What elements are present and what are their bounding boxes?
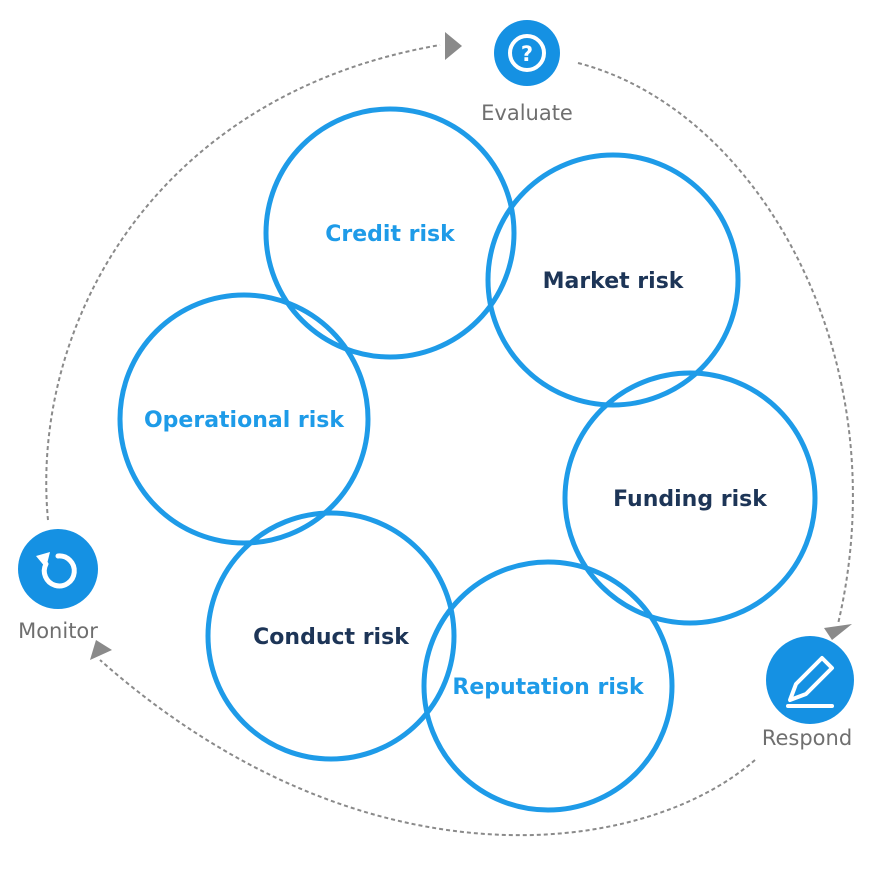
conduct-risk-circle [205, 510, 457, 762]
question-icon: ? [494, 20, 560, 86]
operational-risk-circle [117, 292, 371, 546]
monitor-node: Monitor [18, 529, 98, 643]
arrowhead-respond [824, 624, 852, 640]
svg-text:?: ? [521, 42, 533, 66]
reputation-risk-circle [421, 559, 675, 813]
cycle-arrowheads [90, 32, 852, 660]
market-risk-label: Market risk [543, 269, 685, 294]
operational-risk-label: Operational risk [144, 408, 345, 433]
funding-risk-circle [562, 370, 818, 626]
cycle-arcs [45, 44, 854, 837]
arc-respond-to-monitor [99, 659, 756, 837]
arrowhead-evaluate [445, 32, 462, 60]
market-risk-circle [485, 152, 741, 408]
pencil-icon [766, 636, 854, 724]
arrowhead-monitor [90, 640, 112, 660]
evaluate-label: Evaluate [481, 101, 573, 125]
credit-risk-circle [263, 106, 517, 360]
evaluate-node: ? Evaluate [481, 20, 573, 125]
funding-risk-label: Funding risk [613, 487, 768, 512]
refresh-icon [18, 529, 98, 609]
monitor-label: Monitor [18, 619, 98, 643]
risk-labels: Credit risk Market risk Funding risk Rep… [144, 222, 768, 700]
arc-evaluate-to-respond [577, 62, 854, 625]
risk-circles [117, 106, 818, 813]
credit-risk-label: Credit risk [325, 222, 456, 247]
conduct-risk-label: Conduct risk [253, 625, 410, 650]
respond-node: Respond [762, 636, 854, 750]
reputation-risk-label: Reputation risk [452, 675, 645, 700]
arc-monitor-to-evaluate [45, 44, 441, 521]
respond-label: Respond [762, 726, 852, 750]
